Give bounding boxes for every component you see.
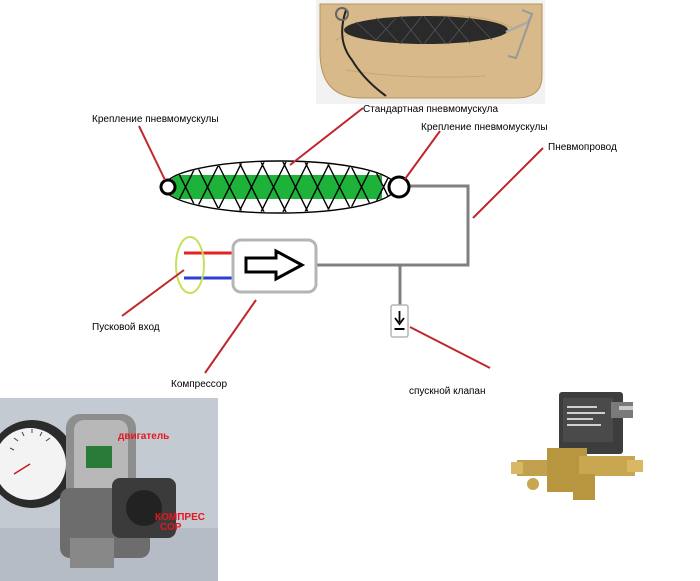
release-valve — [390, 304, 409, 338]
photo-compressor: двигатель КОМПРЕС СОР — [0, 398, 218, 581]
pneumatic-muscle — [163, 160, 397, 214]
label-standard-muscle: Стандартная пневмомускула — [363, 104, 499, 115]
label-air-line: Пневмопровод — [548, 142, 617, 153]
label-compressor: Компрессор — [171, 379, 228, 390]
photo-muscle-on-board — [316, 0, 545, 104]
label-start-input: Пусковой вход — [92, 322, 160, 333]
label-right-mount: Крепление пневмомускулы — [421, 122, 548, 133]
photo-solenoid-valve — [507, 386, 657, 510]
air-line-tubing — [316, 184, 470, 305]
label-left-mount: Крепление пневмомускулы — [92, 114, 219, 125]
flow-arrow-icon — [244, 248, 306, 282]
right-mount-ring — [387, 175, 411, 199]
left-mount-ring — [159, 178, 177, 196]
compressor-block — [231, 238, 318, 294]
start-input-ring — [175, 236, 205, 294]
photo-compressor-label-1: КОМПРЕС — [155, 512, 205, 523]
photo-compressor-label-2: СОР — [160, 522, 182, 533]
leader-lines — [121, 107, 544, 374]
label-release-valve: спускной клапан — [409, 386, 486, 397]
start-input-wires — [175, 236, 233, 294]
photo-motor-label: двигатель — [118, 431, 170, 442]
